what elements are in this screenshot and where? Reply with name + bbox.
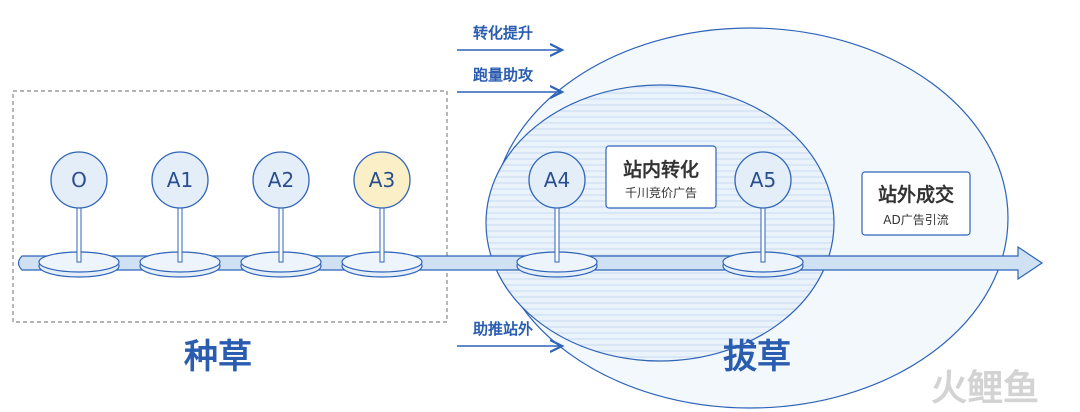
pin-a4: A4	[516, 151, 598, 278]
inner-hatched-ellipse	[485, 84, 835, 362]
pin-label: A5	[750, 168, 776, 192]
pin-a3: A3	[341, 151, 423, 278]
pin-label: A2	[268, 168, 294, 192]
arrow-volume-assist: 跑量助攻	[457, 66, 562, 92]
pin-label: O	[71, 168, 87, 192]
pin-head	[353, 151, 411, 209]
onsite-conversion-title: 站内转化	[623, 158, 699, 181]
onsite-conversion-subtitle: 千川竞价广告	[625, 186, 697, 200]
offsite-deal-box: 站外成交 AD广告引流	[861, 171, 971, 236]
onsite-conversion-box: 站内转化 千川竞价广告	[605, 145, 717, 209]
watermark-text: 火鲤鱼	[931, 368, 1039, 409]
pin-stem	[278, 207, 284, 263]
pins-layer: O A1 A2 A3 A4 A5	[38, 151, 804, 278]
pin-label: A4	[544, 168, 570, 192]
pin-head	[151, 151, 209, 209]
offsite-deal-subtitle: AD广告引流	[883, 213, 948, 227]
section-label-zhongcao: 种草	[184, 337, 252, 377]
pin-stem	[379, 207, 385, 263]
pin-stem	[554, 207, 560, 263]
pin-a1: A1	[139, 151, 221, 278]
arrow-conversion-lift-label: 转化提升	[473, 24, 533, 42]
pin-head	[528, 151, 586, 209]
pin-a5: A5	[722, 151, 804, 278]
arrow-volume-assist-label: 跑量助攻	[473, 66, 534, 84]
arrow-push-offsite: 助推站外	[457, 320, 562, 346]
watermark-logo: 火鲤鱼	[931, 368, 1039, 409]
pin-label: A3	[369, 168, 395, 192]
pin-a2: A2	[240, 151, 322, 278]
pin-label: A1	[167, 168, 193, 192]
pin-stem	[177, 207, 183, 263]
pin-stem	[760, 207, 766, 263]
pin-stem	[76, 207, 82, 263]
pin-head	[734, 151, 792, 209]
offsite-deal-title: 站外成交	[878, 183, 954, 206]
pin-head	[50, 151, 108, 209]
section-label-bacao: 拔草	[723, 337, 791, 377]
zhongcao-dashed-box	[12, 90, 448, 323]
pin-o: O	[38, 151, 120, 278]
arrow-conversion-lift: 转化提升	[457, 24, 562, 50]
arrow-push-offsite-label: 助推站外	[473, 320, 533, 338]
pin-head	[252, 151, 310, 209]
